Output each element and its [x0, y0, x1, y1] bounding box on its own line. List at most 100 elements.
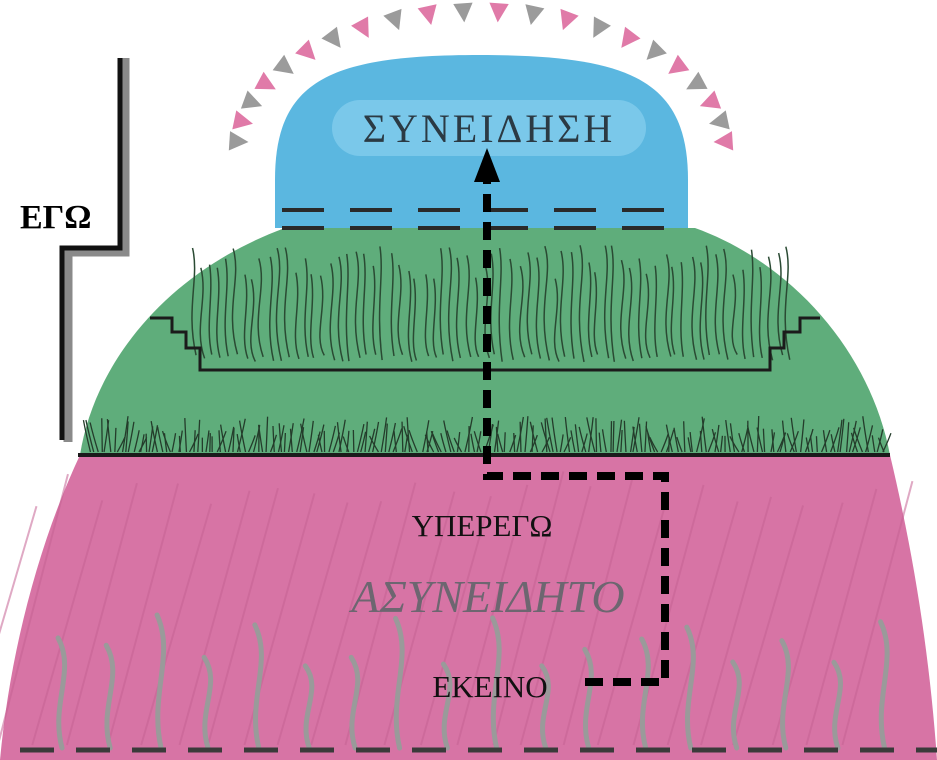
- ego-grass-blade: [877, 437, 885, 453]
- ego-hair-stroke: [397, 264, 404, 356]
- ego-grass-blade: [822, 430, 828, 453]
- ego-hair-stroke: [337, 256, 344, 362]
- ego-grass-blade: [564, 416, 571, 453]
- ego-grass-blade: [308, 420, 314, 453]
- unconscious-streak: [178, 490, 251, 746]
- ego-hair-stroke: [535, 257, 542, 359]
- ego-grass-blade: [612, 420, 615, 453]
- id-label: ΕΚΕΙΝΟ: [432, 669, 547, 704]
- unconscious-streak: [666, 501, 739, 746]
- unconscious-wisp: [831, 659, 843, 751]
- ego-grass-blade: [601, 429, 607, 453]
- unconscious-wisp: [684, 624, 696, 751]
- ego-grass-blade: [236, 433, 241, 453]
- ego-grass-blade: [771, 429, 775, 453]
- ego-grass-blade: [82, 420, 92, 453]
- ego-hair-stroke: [447, 247, 454, 362]
- ego-grass-blade: [687, 437, 692, 453]
- ego-grass-blade: [219, 424, 227, 453]
- unconscious-wisp: [103, 642, 116, 751]
- ego-hair-stroke: [722, 248, 729, 360]
- ego-hair-stroke: [390, 253, 395, 357]
- ego-grass-blade: [519, 421, 522, 453]
- ego-hair-stroke: [680, 262, 685, 357]
- ego-grass-blade: [570, 430, 576, 453]
- ego-grass-blade: [701, 416, 707, 453]
- crown-triangle: [525, 4, 545, 25]
- ego-grass-blade: [513, 432, 516, 453]
- ego-grass-blade: [184, 418, 188, 453]
- ego-grass-blade: [473, 431, 482, 453]
- ego-grass-blade: [328, 425, 337, 453]
- ego-grass-blade: [623, 420, 627, 453]
- crown-triangle: [709, 110, 730, 130]
- ego-grass-blade: [632, 426, 638, 453]
- ego-grass-blade: [272, 425, 275, 453]
- crown-triangle: [232, 110, 253, 130]
- crown-triangle: [383, 8, 402, 31]
- ego-grass-blade: [424, 434, 435, 453]
- ego-grass-blade: [853, 427, 864, 453]
- crown-triangle: [621, 26, 641, 48]
- ego-grass-blade: [544, 418, 548, 453]
- ego-grass-blade: [836, 419, 843, 453]
- ego-grass-blade: [649, 436, 659, 453]
- unconscious-wisp: [539, 663, 551, 751]
- ego-grass-blade: [101, 418, 103, 453]
- ego-grass-blade: [746, 425, 755, 453]
- ego-grass-blade: [509, 434, 517, 453]
- ego-hair-stroke: [231, 248, 239, 355]
- crown-triangle: [228, 131, 249, 151]
- ego-grass-blade: [632, 417, 640, 453]
- ego-grass-blade: [401, 421, 404, 453]
- ego-grass-blade: [163, 433, 168, 453]
- ego-hair-stroke: [784, 246, 791, 360]
- ego-grass-blade: [216, 430, 227, 453]
- ego-hair-stroke: [455, 257, 462, 359]
- ego-grass-blade: [845, 422, 850, 453]
- unconscious-wisp: [779, 638, 791, 751]
- ego-grass-blade: [296, 418, 305, 453]
- unconscious-streak: [732, 505, 804, 746]
- crown-triangle: [686, 71, 708, 90]
- ego-grass-blade: [620, 429, 623, 453]
- crown-triangle: [453, 2, 473, 23]
- ego-grass-blade: [388, 422, 397, 453]
- ego-grass-blade: [432, 433, 442, 453]
- ego-grass-blade: [729, 423, 736, 453]
- ego-grass-blade: [707, 432, 717, 453]
- ego-hair-stroke: [378, 246, 383, 361]
- ego-grass-blade: [140, 434, 145, 453]
- ego-grass-blade: [372, 421, 380, 453]
- ego-grass-blade: [786, 433, 795, 453]
- ego-grass-blade: [598, 432, 602, 453]
- ego-grass-blade: [476, 431, 482, 453]
- unconscious-streak: [700, 496, 772, 746]
- ego-grass-blade: [799, 419, 805, 453]
- superego-label: ΥΠΕΡΕΓΩ: [412, 508, 553, 543]
- ego-grass-blade: [676, 436, 683, 453]
- ego-grass-blade: [529, 421, 539, 453]
- ego-grass-blade: [665, 424, 673, 453]
- ego-hair-stroke: [741, 269, 746, 360]
- ego-grass-blade: [644, 421, 648, 453]
- ego-hair-stroke: [578, 245, 585, 363]
- ego-grass-blade: [876, 429, 884, 453]
- ego-hair-stroke: [424, 274, 430, 357]
- ego-grass-blade: [356, 423, 365, 453]
- ego-hair-stroke: [665, 254, 672, 357]
- ego-hair-stroke: [275, 247, 283, 361]
- ego-grass-blade: [719, 435, 724, 453]
- ego-hair-stroke: [593, 272, 599, 355]
- unconscious-streak: [456, 484, 529, 746]
- ego-hair-stroke: [777, 252, 784, 356]
- unconscious-wisp: [201, 654, 214, 751]
- ego-hair-stroke: [372, 265, 377, 355]
- unconscious-wisp: [154, 612, 167, 751]
- ego-grass-blade: [638, 423, 643, 453]
- unconscious-wisp: [55, 635, 68, 751]
- ego-hair-stroke: [553, 278, 560, 362]
- conscious-label: ΣΥΝΕΙΔΗΣΗ: [363, 106, 616, 151]
- ego-grass-blade: [393, 431, 397, 453]
- ego-hair-stroke: [465, 255, 472, 358]
